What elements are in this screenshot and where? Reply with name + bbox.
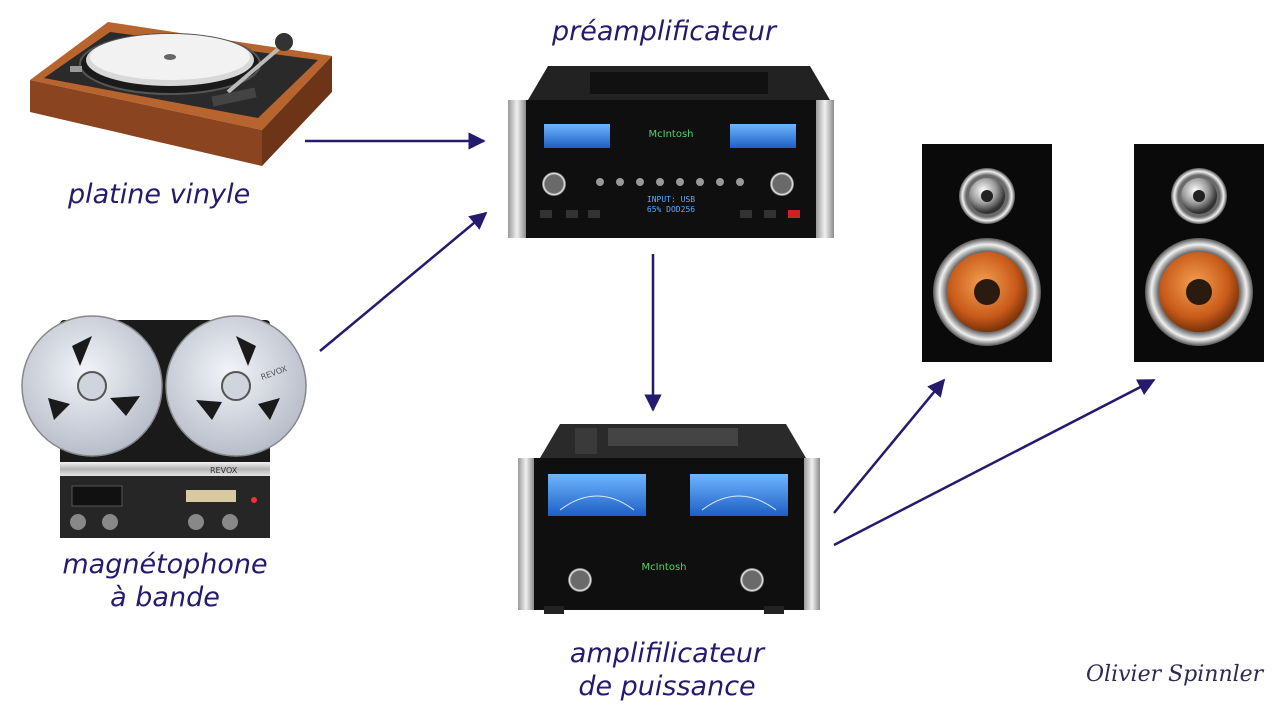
arrow-tape-to-preamp [319, 211, 488, 352]
preamp-brand-logo: McIntosh [649, 129, 694, 140]
power-amp-label-line2: de puissance [578, 671, 756, 702]
tape-recorder-label: magnétophone à bande [52, 548, 278, 614]
turntable-label: platine vinyle [68, 179, 251, 210]
signal-arrows [305, 132, 1156, 547]
author-credit: Olivier Spinnler [1086, 662, 1264, 687]
preamp-image: McIntosh INPUT: USB 65% DOD256 [508, 66, 834, 238]
tape-brand-label: REVOX [210, 466, 238, 475]
speaker-right-image [1134, 144, 1264, 362]
turntable-image [30, 22, 332, 166]
arrow-amp-to-left-speaker [833, 378, 946, 514]
tape-recorder-label-line1: magnétophone [62, 549, 268, 580]
tape-recorder-image: REVOX REVOX [21, 315, 307, 538]
power-amp-image: McIntosh [518, 424, 820, 614]
preamp-display-line2: 65% DOD256 [647, 205, 695, 214]
tape-recorder-label-line2: à bande [110, 582, 220, 613]
arrow-amp-to-right-speaker [833, 378, 1156, 547]
preamp-display-line1: INPUT: USB [647, 195, 695, 204]
amp-brand-logo: McIntosh [642, 562, 687, 573]
preamp-label: préamplificateur [552, 16, 777, 47]
power-amp-label: amplifilicateur de puissance [552, 637, 782, 703]
speaker-left-image [922, 144, 1052, 362]
power-amp-label-line1: amplifilicateur [569, 638, 765, 669]
